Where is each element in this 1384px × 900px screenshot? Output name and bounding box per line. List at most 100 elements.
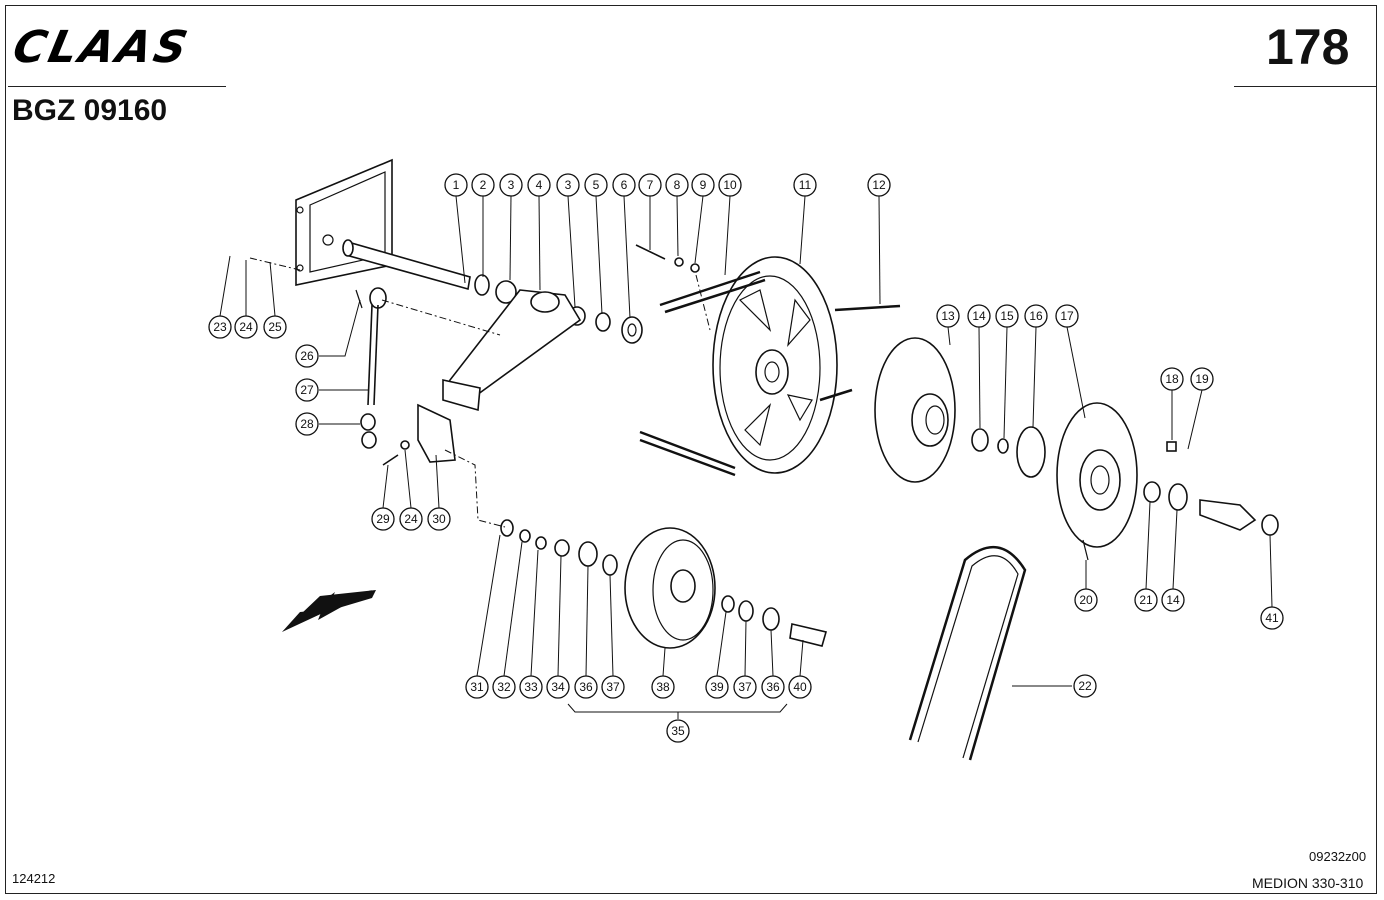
callout-label: 41 bbox=[1265, 611, 1279, 625]
callout-37: 37 bbox=[733, 675, 757, 699]
callout-38: 38 bbox=[651, 675, 675, 699]
callout-35: 35 bbox=[666, 719, 690, 743]
callout-label: 27 bbox=[300, 383, 314, 397]
mounting-bracket bbox=[295, 158, 393, 286]
pulley-half-right bbox=[1056, 402, 1138, 561]
callout-17: 17 bbox=[1055, 304, 1079, 328]
callout-31: 31 bbox=[465, 675, 489, 699]
callout-label: 38 bbox=[656, 680, 670, 694]
tensioner-arm bbox=[442, 289, 582, 412]
callout-3: 3 bbox=[499, 173, 523, 197]
drive-belt-upper bbox=[639, 270, 901, 477]
callout-label: 19 bbox=[1195, 372, 1209, 386]
callout-14: 14 bbox=[1161, 588, 1185, 612]
callout-5: 5 bbox=[584, 173, 608, 197]
callout-label: 24 bbox=[239, 320, 253, 334]
callout-label: 21 bbox=[1139, 593, 1153, 607]
callout-6: 6 bbox=[612, 173, 636, 197]
callout-label: 3 bbox=[565, 178, 572, 192]
bolt-and-washers bbox=[635, 244, 700, 273]
callout-label: 28 bbox=[300, 417, 314, 431]
callout-label: 8 bbox=[674, 178, 681, 192]
callout-8: 8 bbox=[665, 173, 689, 197]
callout-24: 24 bbox=[399, 507, 423, 531]
callout-label: 17 bbox=[1060, 309, 1074, 323]
callout-label: 14 bbox=[972, 309, 986, 323]
callout-label: 36 bbox=[766, 680, 780, 694]
callout-9: 9 bbox=[691, 173, 715, 197]
callout-28: 28 bbox=[295, 412, 319, 436]
callout-label: 33 bbox=[524, 680, 538, 694]
model-name: MEDION 330-310 bbox=[1252, 875, 1364, 891]
callout-label: 37 bbox=[606, 680, 620, 694]
callout-label: 36 bbox=[579, 680, 593, 694]
callout-label: 13 bbox=[941, 309, 955, 323]
callout-2: 2 bbox=[471, 173, 495, 197]
callout-label: 40 bbox=[793, 680, 807, 694]
callout-label: 29 bbox=[376, 512, 390, 526]
callout-34: 34 bbox=[546, 675, 570, 699]
callout-label: 35 bbox=[671, 724, 685, 738]
callout-13: 13 bbox=[936, 304, 960, 328]
callout-label: 3 bbox=[508, 178, 515, 192]
callout-41: 41 bbox=[1260, 606, 1284, 630]
callout-3: 3 bbox=[556, 173, 580, 197]
callout-label: 15 bbox=[1000, 309, 1014, 323]
direction-arrow bbox=[282, 590, 376, 632]
callout-37: 37 bbox=[601, 675, 625, 699]
callout-label: 20 bbox=[1079, 593, 1093, 607]
callout-label: 31 bbox=[470, 680, 484, 694]
large-pulley bbox=[712, 256, 838, 474]
callout-label: 12 bbox=[872, 178, 886, 192]
bearing-and-rings bbox=[971, 426, 1046, 478]
callout-label: 9 bbox=[700, 178, 707, 192]
centre-lines bbox=[249, 257, 711, 528]
callout-label: 10 bbox=[723, 178, 737, 192]
callout-36: 36 bbox=[574, 675, 598, 699]
header-rule-left bbox=[8, 86, 226, 87]
callout-40: 40 bbox=[788, 675, 812, 699]
callout-23: 23 bbox=[208, 315, 232, 339]
callout-label: 1 bbox=[453, 178, 460, 192]
callout-label: 22 bbox=[1078, 679, 1092, 693]
callout-26: 26 bbox=[295, 344, 319, 368]
callout-25: 25 bbox=[263, 315, 287, 339]
shaft-washers bbox=[474, 274, 643, 344]
callout-10: 10 bbox=[718, 173, 742, 197]
callout-36: 36 bbox=[761, 675, 785, 699]
callout-39: 39 bbox=[705, 675, 729, 699]
callout-label: 30 bbox=[432, 512, 446, 526]
drawing-code: 09232z00 bbox=[1309, 849, 1367, 864]
link-bracket bbox=[382, 403, 456, 466]
drive-belt-lower bbox=[908, 545, 1027, 761]
callout-label: 37 bbox=[738, 680, 752, 694]
callout-label: 39 bbox=[710, 680, 724, 694]
callout-4: 4 bbox=[527, 173, 551, 197]
callout-16: 16 bbox=[1024, 304, 1048, 328]
callout-14: 14 bbox=[967, 304, 991, 328]
tension-rod bbox=[355, 287, 387, 449]
callout-19: 19 bbox=[1190, 367, 1214, 391]
callout-24: 24 bbox=[234, 315, 258, 339]
callout-label: 24 bbox=[404, 512, 418, 526]
callout-label: 18 bbox=[1165, 372, 1179, 386]
callout-21: 21 bbox=[1134, 588, 1158, 612]
callout-label: 14 bbox=[1166, 593, 1180, 607]
figure-id: 124212 bbox=[12, 871, 56, 886]
callout-label: 2 bbox=[480, 178, 487, 192]
idler-pulley bbox=[500, 519, 827, 649]
callout-label: 7 bbox=[647, 178, 654, 192]
callout-18: 18 bbox=[1160, 367, 1184, 391]
callout-label: 26 bbox=[300, 349, 314, 363]
callout-15: 15 bbox=[995, 304, 1019, 328]
callout-33: 33 bbox=[519, 675, 543, 699]
callout-label: 25 bbox=[268, 320, 282, 334]
callout-32: 32 bbox=[492, 675, 516, 699]
page-number: 178 bbox=[1266, 19, 1350, 75]
pulley-half-left bbox=[874, 337, 956, 483]
callout-label: 11 bbox=[799, 178, 812, 192]
callout-label: 32 bbox=[497, 680, 511, 694]
callout-30: 30 bbox=[427, 507, 451, 531]
